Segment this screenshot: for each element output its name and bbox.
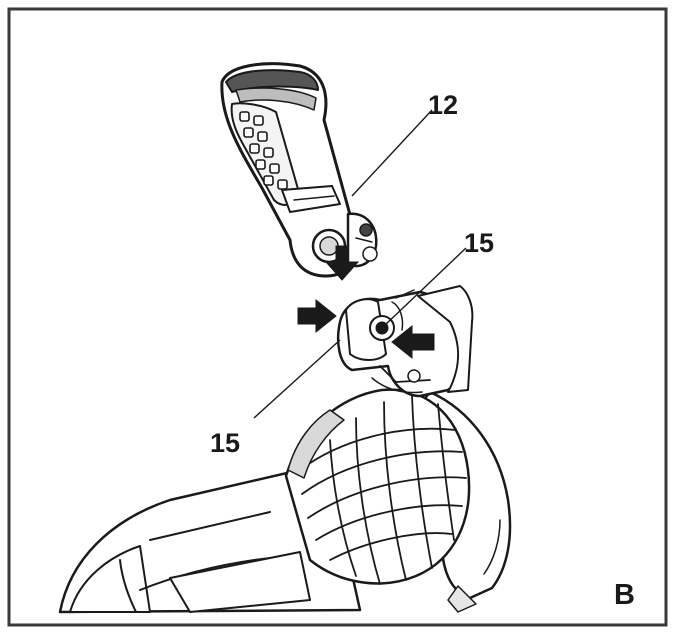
handle-part bbox=[220, 62, 378, 278]
label-handle-12: 12 bbox=[428, 90, 458, 120]
blower-body bbox=[58, 285, 512, 614]
leader-lines bbox=[253, 109, 467, 419]
arrow-down-icon bbox=[324, 245, 360, 281]
label-button-15-bottom: 15 bbox=[210, 428, 240, 458]
panel-letter-b: B bbox=[614, 579, 635, 611]
arrow-left-icon bbox=[391, 324, 435, 360]
arrow-right-icon bbox=[297, 298, 337, 334]
label-button-15-top: 15 bbox=[464, 228, 494, 258]
